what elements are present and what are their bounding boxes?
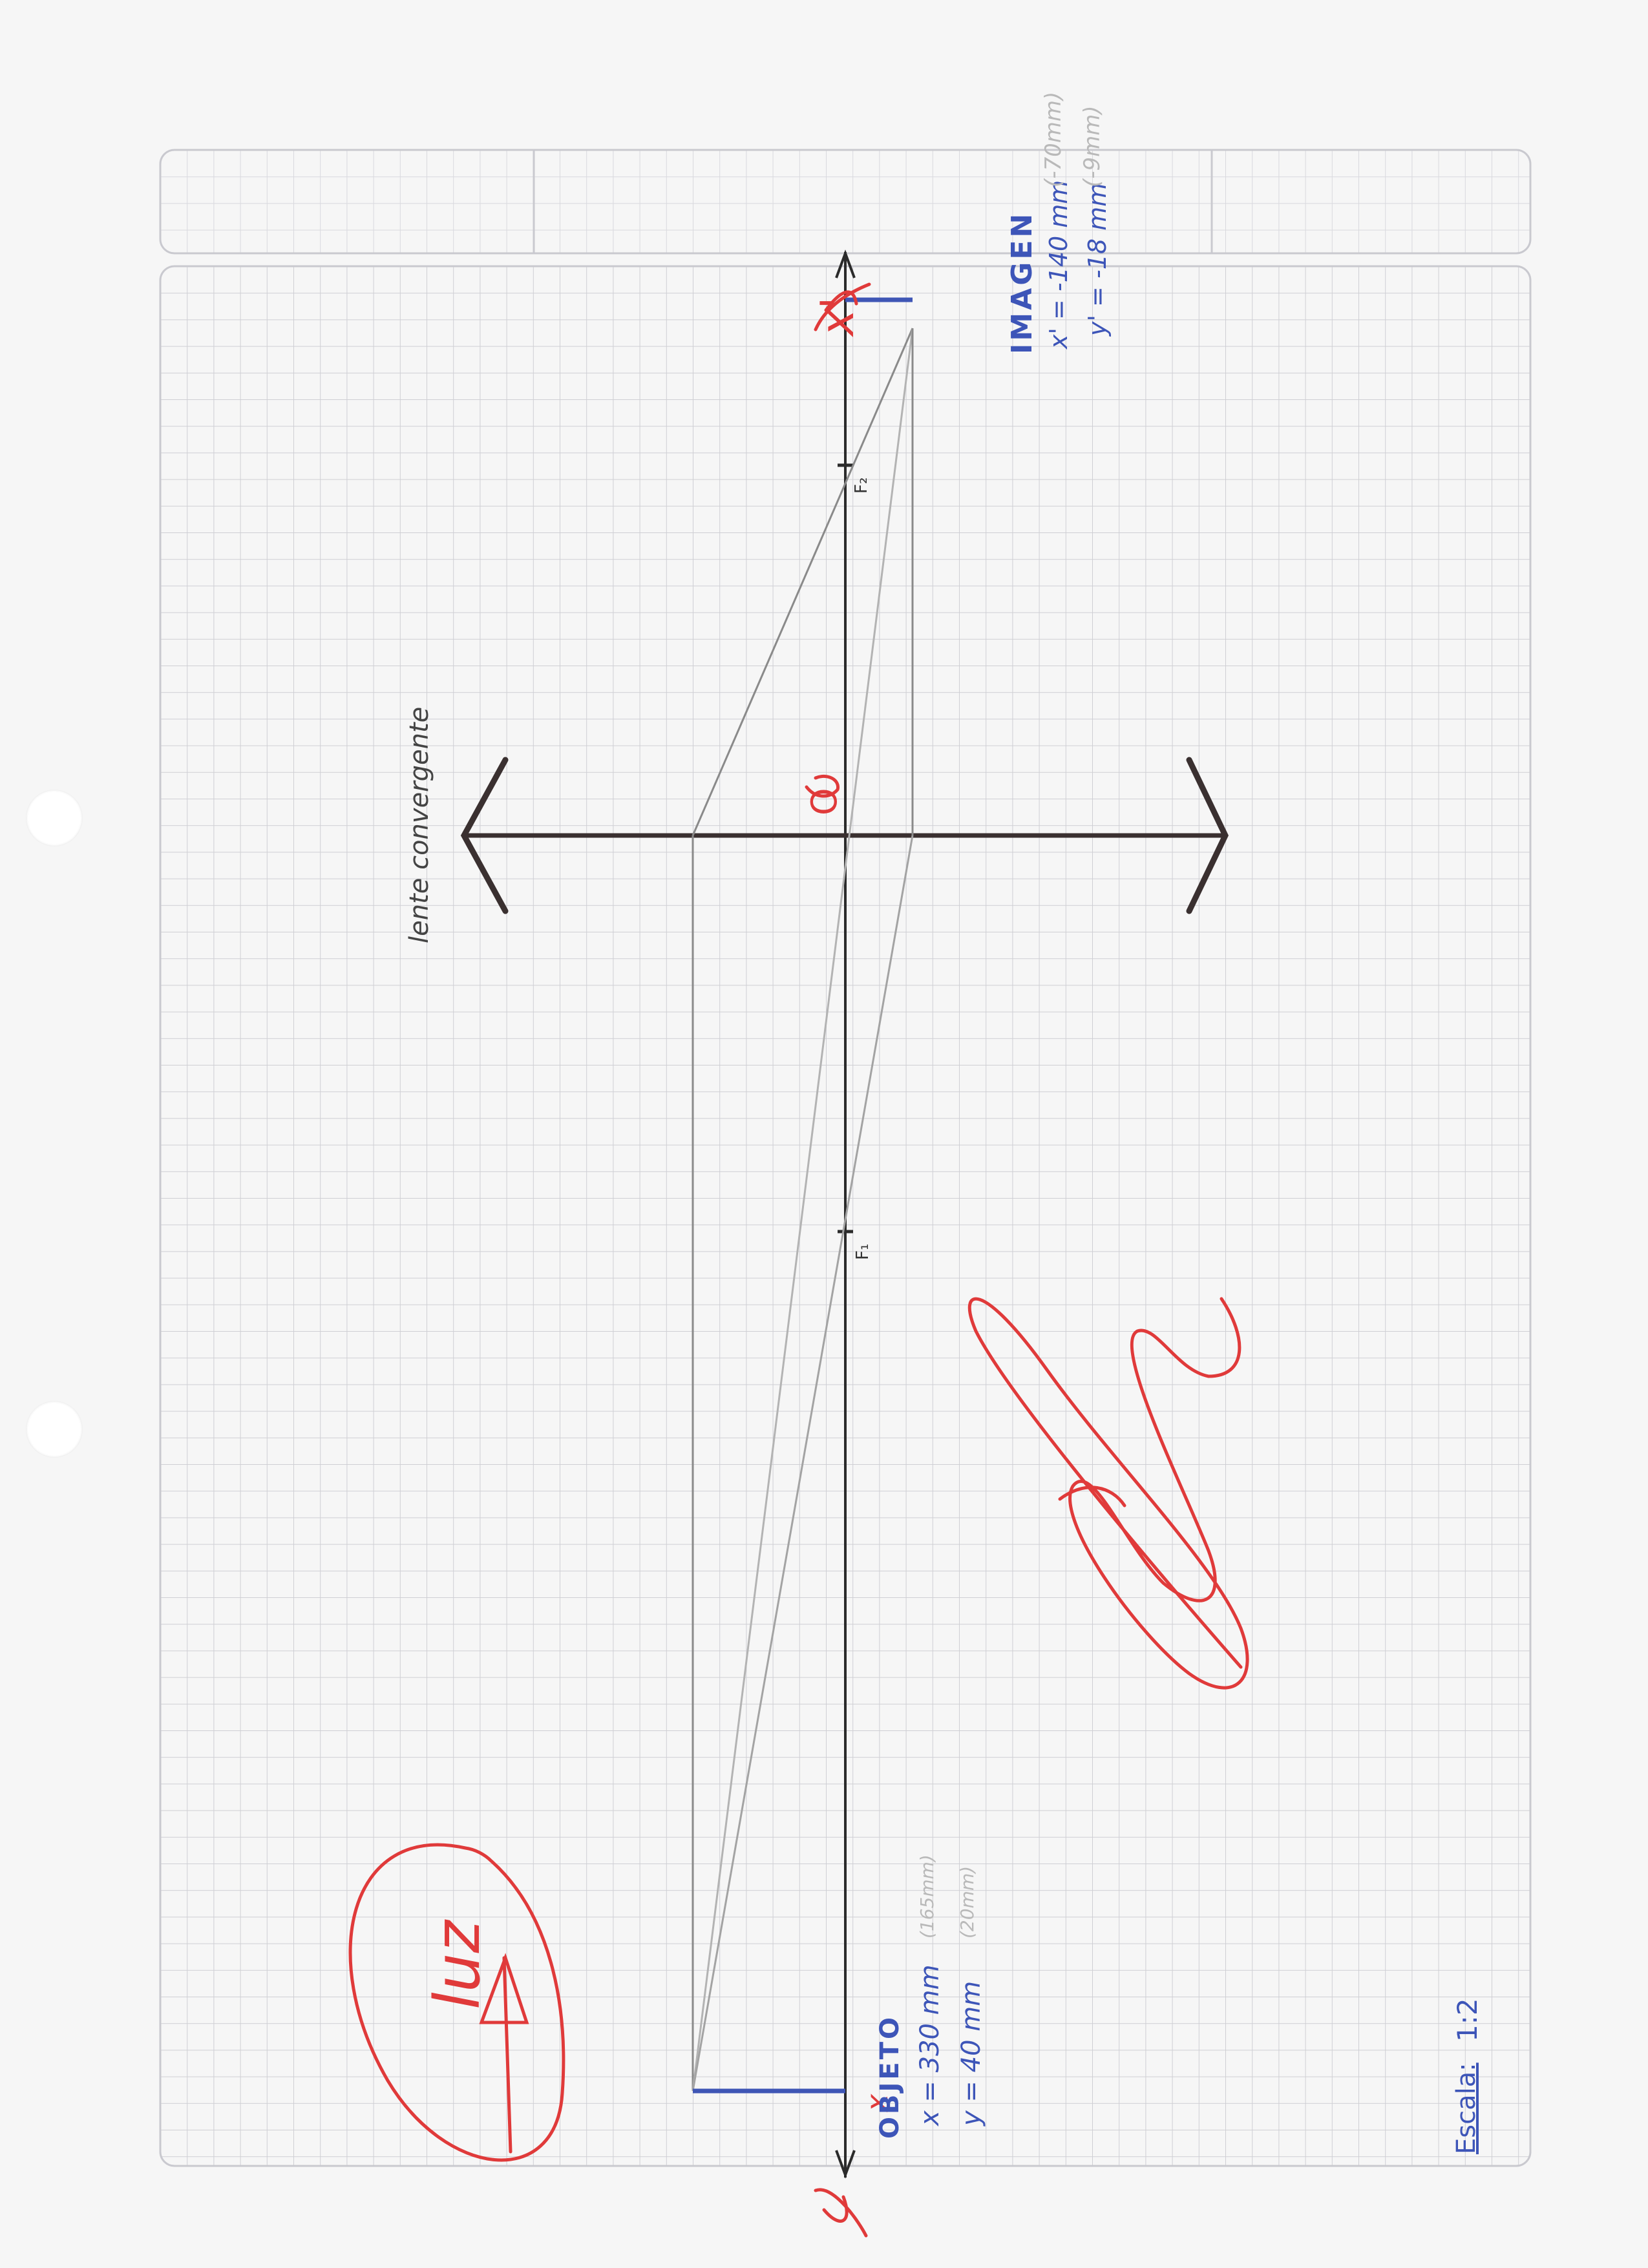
image-point-mark (814, 282, 871, 331)
check-mark (805, 774, 840, 798)
image-y-value: y' = -18 mm (1083, 182, 1112, 336)
punch-hole-top (26, 790, 83, 846)
image-x-scaled: (-70mm) (1041, 91, 1066, 187)
object-x-scaled: (165mm) (916, 1854, 938, 1938)
image-x-value: x' = -140 mm (1044, 180, 1073, 349)
image-title: IMAGEN (1006, 211, 1039, 354)
signature-scribble (1058, 1486, 1126, 1507)
axis-arrow-bottom (835, 2150, 856, 2179)
object-title: OBJETO (875, 2015, 905, 2139)
lens-label: lente convergente (405, 706, 434, 943)
lens-arrowhead-right (1186, 757, 1229, 914)
header-box (159, 149, 1532, 255)
light-arrow-icon (479, 1953, 529, 2154)
object-x-value: x = 330 mm (915, 1964, 945, 2126)
focus-1-label: F₁ (853, 1243, 872, 1260)
punch-hole-bottom (26, 1401, 83, 1458)
axis-arrow-top (835, 249, 856, 278)
light-loop (348, 1843, 565, 2162)
scale-value: 1:2 (1452, 1998, 1483, 2042)
focus-2-label: F₂ (852, 477, 871, 494)
object-y-value: y = 40 mm (956, 1980, 986, 2126)
light-label: luz (421, 1920, 494, 2010)
optical-center-label: O (804, 788, 845, 815)
signature-scribble (967, 1297, 1249, 1690)
construction-rays (692, 328, 914, 2092)
lens-arrowhead-left (460, 757, 509, 914)
image-point-label: x' (811, 297, 864, 336)
red-ink-marks (348, 282, 1249, 2238)
object-y-scaled: (20mm) (956, 1865, 978, 1938)
image-y-scaled: (-9mm) (1079, 105, 1105, 187)
scale-label: Escala: (1452, 2063, 1481, 2154)
object-point-mark (814, 2188, 868, 2238)
